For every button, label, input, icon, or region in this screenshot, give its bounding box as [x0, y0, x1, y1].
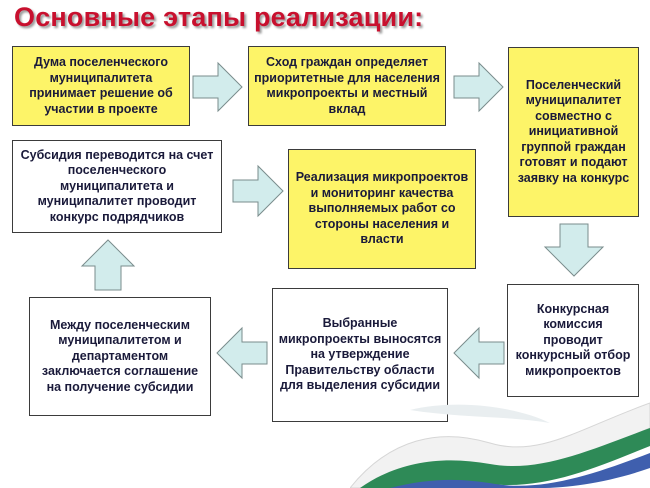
- step-citizens-assembly: Сход граждан определяет приоритетные для…: [248, 46, 446, 126]
- step-contest-commission: Конкурсная комиссия проводит конкурсный …: [507, 284, 639, 397]
- block-arrow-icon: [216, 326, 268, 380]
- block-arrow-icon: [80, 239, 136, 291]
- step-approval: Выбранные микропроекты выносятся на утве…: [272, 288, 448, 422]
- block-arrow-icon: [192, 61, 243, 113]
- block-arrow-icon: [543, 223, 605, 277]
- block-arrow-icon: [232, 164, 284, 218]
- block-arrow-icon: [453, 61, 504, 113]
- page-title: Основные этапы реализации:: [14, 2, 424, 32]
- step-duma-decision: Дума поселенческого муниципалитета прини…: [12, 46, 190, 126]
- step-subsidy-transfer: Субсидия переводится на счет поселенческ…: [12, 140, 222, 233]
- step-implementation: Реализация микропроектов и мониторинг ка…: [288, 149, 476, 269]
- step-agreement: Между поселенческим муниципалитетом и де…: [29, 297, 211, 416]
- step-application: Поселенческий муниципалитет совместно с …: [508, 47, 639, 217]
- ribbon-decoration: [350, 402, 650, 488]
- block-arrow-icon: [453, 326, 505, 380]
